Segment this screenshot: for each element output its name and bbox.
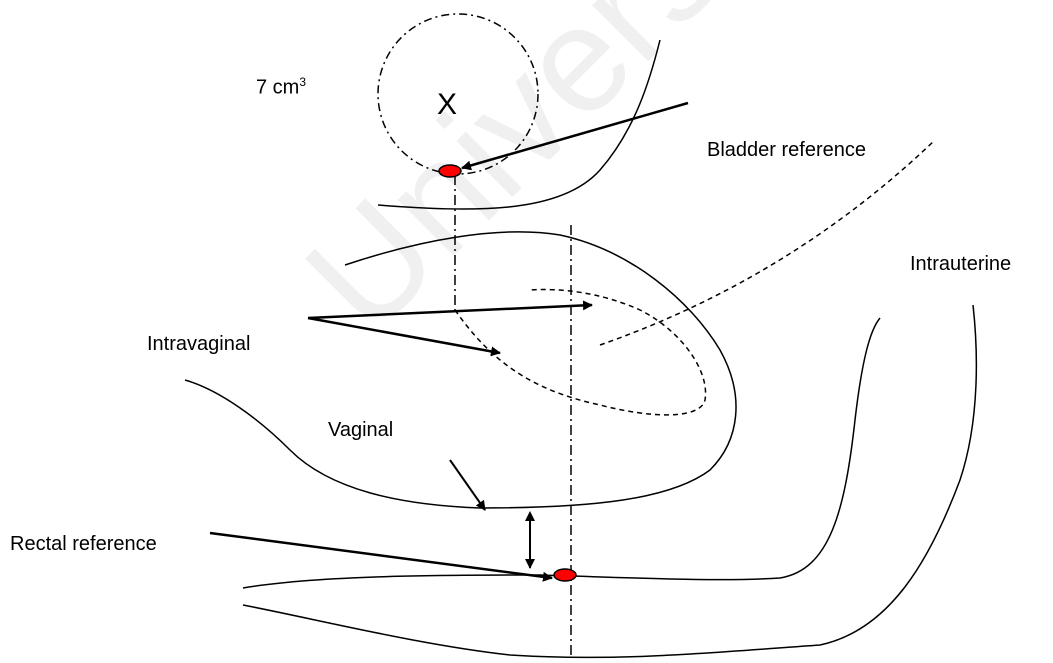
rectum-upper-wall (243, 318, 880, 588)
rectum-lower-wall (243, 305, 976, 657)
rectal-reference-point (554, 569, 576, 581)
bladder-reference-arrow (462, 103, 688, 168)
intravaginal-arrow-upper (308, 305, 592, 318)
volume-exponent: 3 (299, 75, 306, 89)
volume-label: 7 cm3 (256, 76, 306, 98)
rectal-reference-label: Rectal reference (10, 534, 157, 554)
bladder-reference-point (439, 165, 461, 177)
uterus-outline (185, 232, 736, 508)
rectal-reference-arrow (210, 533, 552, 578)
intravaginal-arrow-lower (308, 318, 500, 353)
vaginal-label: Vaginal (328, 420, 393, 440)
intrauterine-label: Intrauterine (910, 254, 1011, 274)
bladder-wall-curve (378, 40, 660, 209)
bladder-volume-circle (378, 14, 538, 174)
vaginal-arrow (450, 460, 485, 510)
intrauterine-tandem (600, 140, 935, 345)
volume-value: 7 cm (256, 77, 299, 99)
point-mark: X (437, 90, 457, 120)
bladder-reference-label: Bladder reference (707, 140, 866, 160)
intravaginal-label: Intravaginal (147, 334, 250, 354)
